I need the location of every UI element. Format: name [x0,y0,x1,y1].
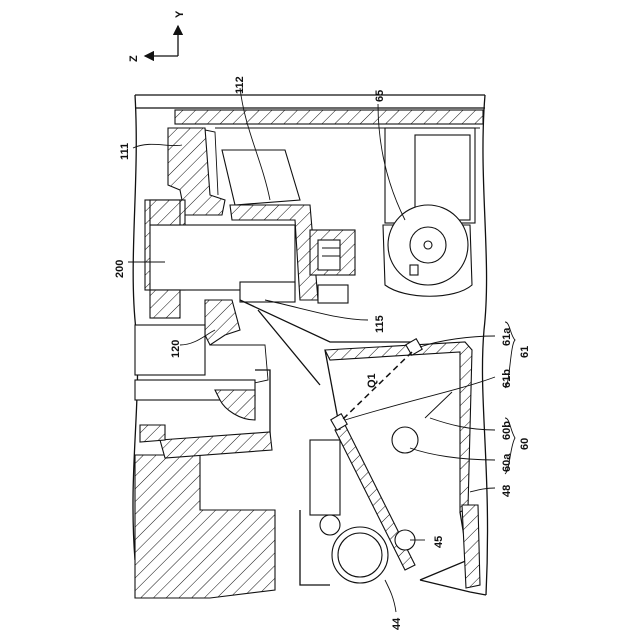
label-120: 120 [170,340,182,358]
part-200-lower-lip [150,290,180,318]
label-60a: 60a [501,453,513,472]
label-115: 115 [374,315,386,333]
part-48-wall [462,505,480,588]
right-break-line [482,95,487,595]
fan-axle [424,241,432,249]
label-60b: 60b [501,421,513,440]
label-61: 61 [519,346,531,358]
label-65: 65 [374,90,386,102]
curved-guide [215,390,255,420]
base-tab [140,425,165,442]
particle-60b [425,392,452,418]
hopper-right-wall [325,342,472,512]
label-112: 112 [234,76,246,94]
label-60: 60 [519,438,531,450]
top-housing-wall [175,110,483,124]
label-45: 45 [433,536,445,548]
roller-44-inner [338,533,382,577]
part-120-linkage [210,345,268,385]
z-axis-label: Z [128,55,140,62]
axis-indicator: Y Z [128,10,186,62]
label-61b: 61b [501,369,513,388]
part-200-upper-lip [150,200,180,225]
label-44: 44 [391,617,403,630]
leader-115 [265,300,368,320]
part-200-body [150,225,295,290]
label-48: 48 [501,485,513,497]
part-112-housing [222,150,300,205]
small-roller [320,515,340,535]
fan-slot [410,265,418,275]
base-frame [135,455,275,598]
label-200: 200 [114,260,126,278]
leader-60a [410,448,495,460]
connector-socket [318,240,340,270]
y-axis-label: Y [174,10,186,18]
base-cap [160,432,272,458]
label-111: 111 [119,143,131,160]
part-120-block [205,300,240,345]
label-61a: 61a [501,327,513,346]
label-q1: Q1 [366,373,378,388]
leader-48 [470,488,495,492]
leader-44 [385,580,396,612]
side-post [310,440,340,515]
part-115-clip [318,285,348,303]
part-115-bracket [240,282,295,302]
